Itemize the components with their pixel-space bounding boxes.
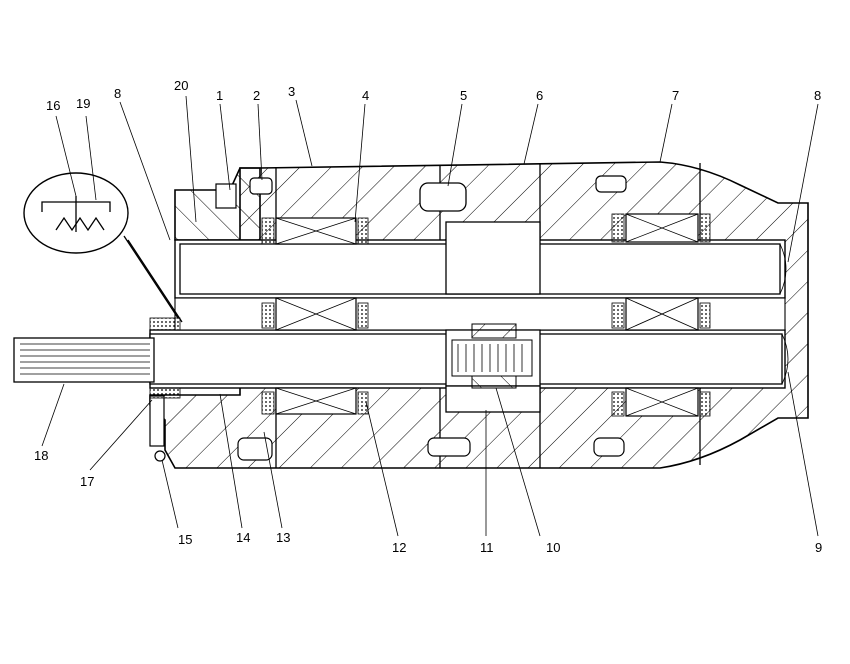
callout-15: 15	[178, 532, 192, 547]
callout-9: 9	[815, 540, 822, 555]
dowel-pins	[149, 175, 627, 462]
callout-14: 14	[236, 530, 250, 545]
callout-18: 18	[34, 448, 48, 463]
bearings	[275, 213, 699, 417]
front-seal	[149, 317, 181, 399]
callout-11: 11	[480, 540, 494, 555]
callout-17: 17	[80, 474, 94, 489]
seal-detail-inset	[23, 172, 183, 323]
seals	[261, 213, 711, 417]
callout-2: 2	[253, 88, 260, 103]
callout-4: 4	[362, 88, 369, 103]
leader-lines	[41, 95, 819, 537]
callout-8-left: 8	[114, 86, 121, 101]
callout-labels: 16 19 8 20 1 2 3 4 5 6 7 8 9 10 11 12 13…	[34, 78, 822, 555]
callout-7: 7	[672, 88, 679, 103]
coupling	[451, 339, 533, 377]
callout-3: 3	[288, 84, 295, 99]
callout-12: 12	[392, 540, 406, 555]
callout-19: 19	[76, 96, 90, 111]
spline-shaft-end	[13, 337, 155, 383]
callout-13: 13	[276, 530, 290, 545]
callout-20: 20	[174, 78, 188, 93]
callout-6: 6	[536, 88, 543, 103]
callout-8-right: 8	[814, 88, 821, 103]
callout-5: 5	[460, 88, 467, 103]
callout-10: 10	[546, 540, 560, 555]
callout-16: 16	[46, 98, 60, 113]
callout-1: 1	[216, 88, 223, 103]
